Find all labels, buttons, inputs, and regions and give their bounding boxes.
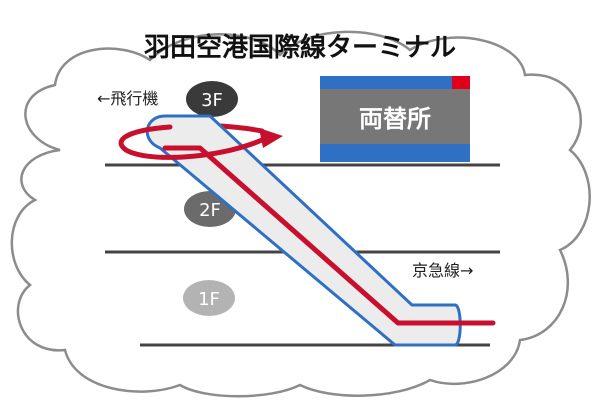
floor-badge-3f-label: 3F: [201, 90, 223, 111]
exchange-body: [320, 89, 470, 144]
exchange-band-bottom: [320, 144, 470, 162]
diagram-title: 羽田空港国際線ターミナル: [144, 32, 456, 63]
floor-badge-3f-bg: [186, 81, 238, 117]
floor-badge-1f: 1F: [183, 280, 235, 316]
exchange-accent: [452, 76, 470, 89]
keikyu-direction-label: 京急線→: [412, 261, 473, 280]
exchange-label: 両替所: [359, 105, 431, 133]
exchange-band-top: [320, 76, 470, 89]
route-line: [162, 145, 496, 326]
exchange-office: 両替所: [320, 76, 470, 162]
floor-badge-1f-bg: [183, 280, 235, 316]
floor-badge-3f: 3F: [186, 81, 238, 117]
airplane-direction-label: ←飛行機: [97, 89, 158, 108]
route-loop-front: [118, 124, 265, 160]
floor-badge-1f-label: 1F: [198, 289, 220, 310]
route-arrowhead: [259, 128, 283, 148]
floor-badge-2f-label: 2F: [199, 200, 221, 221]
